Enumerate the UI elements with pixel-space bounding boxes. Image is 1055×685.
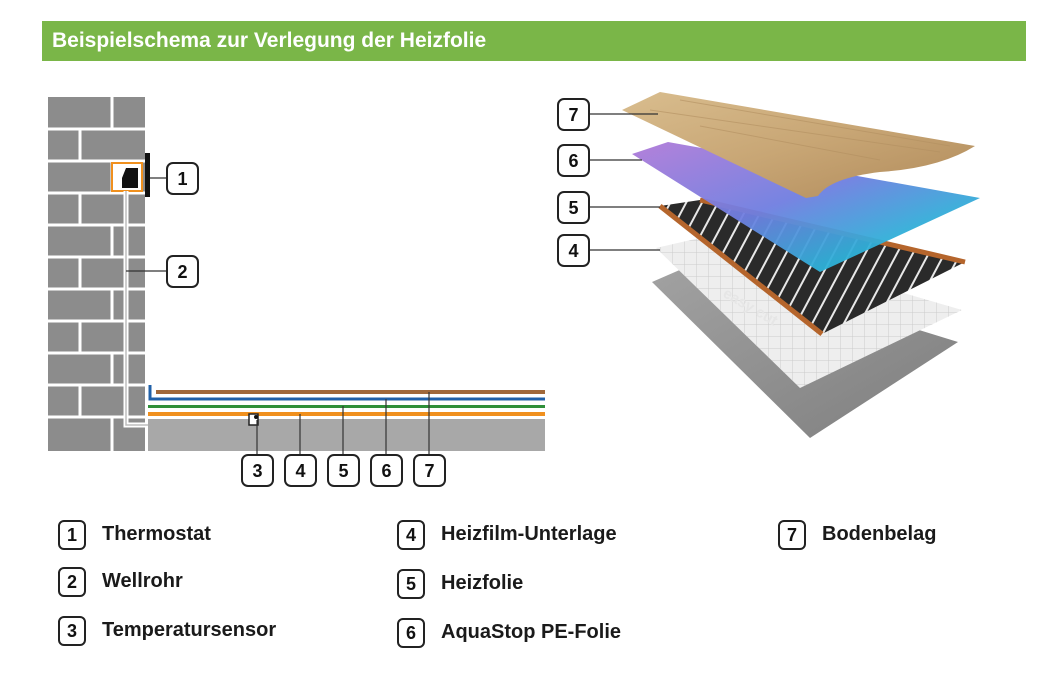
svg-text:6: 6 <box>568 151 578 171</box>
callout-2: 2 <box>166 255 199 288</box>
callout-right-6: 6 <box>557 144 590 177</box>
svg-text:1: 1 <box>177 169 187 189</box>
legend-label: Temperatursensor <box>102 619 277 641</box>
svg-text:5: 5 <box>568 198 578 218</box>
svg-text:2: 2 <box>177 262 187 282</box>
floor-layers <box>148 385 545 451</box>
svg-text:4: 4 <box>568 241 578 261</box>
callout-right-7: 7 <box>557 98 590 131</box>
svg-text:3: 3 <box>252 461 262 481</box>
svg-text:7: 7 <box>568 105 578 125</box>
svg-text:4: 4 <box>295 461 305 481</box>
pe-foil-layer <box>632 142 980 272</box>
callout-right-4: 4 <box>557 234 590 267</box>
legend-number: 2 <box>58 567 86 597</box>
legend-number: 7 <box>778 520 806 550</box>
legend-label: Thermostat <box>102 523 211 545</box>
installation-diagram: easy cut 1 2 3 4 5 6 7 <box>48 92 980 487</box>
legend-label: Heizfilm-Unterlage <box>441 523 617 545</box>
legend-number: 5 <box>397 569 425 599</box>
callout-right-5: 5 <box>557 191 590 224</box>
callout-5: 5 <box>327 454 360 487</box>
legend-label: Wellrohr <box>102 570 183 592</box>
svg-text:7: 7 <box>424 461 434 481</box>
callout-3: 3 <box>241 454 274 487</box>
callout-6: 6 <box>370 454 403 487</box>
callout-4: 4 <box>284 454 317 487</box>
callout-7: 7 <box>413 454 446 487</box>
thermostat-device <box>111 153 150 197</box>
page-title: Beispielschema zur Verlegung der Heizfol… <box>52 29 487 52</box>
callout-1: 1 <box>166 162 199 195</box>
svg-text:5: 5 <box>338 461 348 481</box>
legend-number: 6 <box>397 618 425 648</box>
temperature-sensor <box>248 413 259 426</box>
legend-label: Bodenbelag <box>822 523 937 545</box>
brick-wall <box>48 97 145 451</box>
svg-text:6: 6 <box>381 461 391 481</box>
legend-label: Heizfolie <box>441 572 524 594</box>
header-bar: Beispielschema zur Verlegung der Heizfol… <box>42 21 1026 61</box>
legend-number: 1 <box>58 520 86 550</box>
legend-number: 3 <box>58 616 86 646</box>
legend-number: 4 <box>397 520 425 550</box>
legend-label: AquaStop PE-Folie <box>441 621 621 643</box>
